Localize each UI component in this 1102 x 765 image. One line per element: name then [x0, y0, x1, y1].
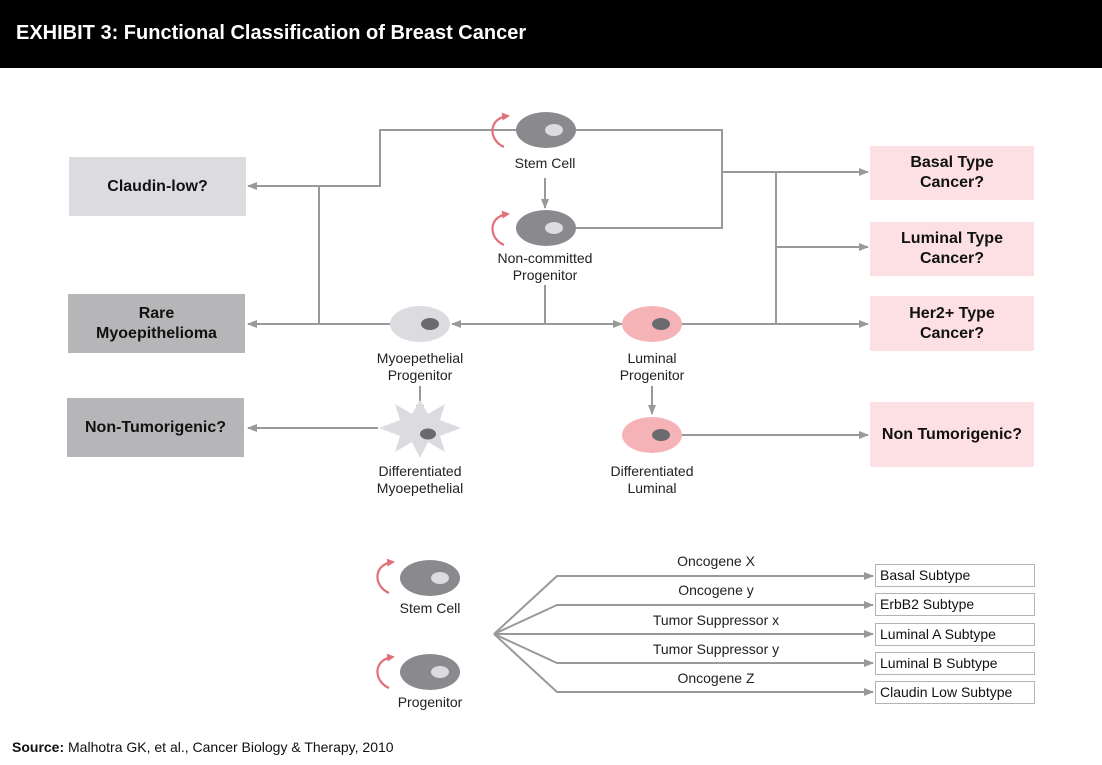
cell-shapes — [379, 112, 682, 690]
legend-stem-cell-icon — [400, 560, 460, 596]
edge-label-tumor-suppressor-x: Tumor Suppressor x — [652, 612, 780, 628]
legend-stem-label: Stem Cell — [399, 600, 461, 616]
subtype-basal: Basal Subtype — [875, 564, 1035, 587]
edge-label-oncogene-y: Oncogene y — [678, 582, 754, 598]
header-bar: EXHIBIT 3: Functional Classification of … — [0, 0, 1102, 68]
legend-edge-5 — [493, 633, 874, 696]
self-renew-icon — [491, 112, 510, 149]
subtype-luminal-b: Luminal B Subtype — [875, 652, 1035, 675]
subtype-erbb2: ErbB2 Subtype — [875, 593, 1035, 616]
luminal-cancer-box: Luminal Type Cancer? — [870, 222, 1034, 276]
non-tumorigenic-right-label: Non Tumorigenic? — [881, 425, 1023, 443]
subtype-luminal-a: Luminal A Subtype — [875, 623, 1035, 646]
self-renew-icon — [491, 210, 510, 247]
myo-progenitor-label: Myoepethelial Progenitor — [376, 350, 464, 383]
luminal-progenitor-label: Luminal Progenitor — [619, 350, 685, 383]
source-text: Malhotra GK, et al., Cancer Biology & Th… — [64, 739, 394, 755]
legend-progenitor-cell-icon — [400, 654, 460, 690]
legend-edge-2 — [493, 601, 874, 635]
claudin-low-box: Claudin-low? — [69, 157, 246, 216]
self-renew-icon — [376, 653, 395, 690]
non-tumorigenic-left-label: Non-Tumorigenic? — [84, 418, 227, 436]
luminal-cancer-label: Luminal Type Cancer? — [901, 230, 1003, 267]
non-tumorigenic-left-box: Non-Tumorigenic? — [67, 398, 244, 457]
basal-cancer-label: Basal Type Cancer? — [910, 154, 994, 191]
self-renew-icon — [376, 558, 395, 595]
non-tumorigenic-right-box: Non Tumorigenic? — [870, 402, 1034, 467]
legend-progenitor-label: Progenitor — [397, 694, 463, 710]
myo-progenitor-cell-icon — [390, 306, 450, 342]
stem-cell-label: Stem Cell — [514, 155, 576, 171]
diff-myo-cell-icon — [379, 400, 461, 458]
source-note: Source: Malhotra GK, et al., Cancer Biol… — [12, 739, 394, 755]
her2-cancer-label: Her2+ Type Cancer? — [909, 304, 995, 342]
diff-luminal-label: Differentiated Luminal — [610, 463, 694, 496]
stem-to-claudin-arrow — [247, 129, 516, 190]
source-label: Source: — [12, 739, 65, 755]
self-renew-icons — [376, 112, 510, 690]
noncommitted-label: Non-committed Progenitor — [497, 250, 593, 283]
myoepithelioma-label: Rare Myoepithelioma — [96, 304, 217, 342]
diff-myo-label: Differentiated Myoepethelial — [376, 463, 464, 496]
myoepithelioma-box: Rare Myoepithelioma — [68, 294, 245, 353]
basal-cancer-box: Basal Type Cancer? — [870, 146, 1034, 200]
claudin-low-label: Claudin-low? — [107, 177, 208, 195]
stem-right-loop — [576, 129, 723, 229]
page-title: EXHIBIT 3: Functional Classification of … — [16, 22, 527, 44]
legend-edge-4 — [493, 633, 874, 667]
edge-label-oncogene-z: Oncogene Z — [677, 670, 755, 686]
her2-cancer-box: Her2+ Type Cancer? — [870, 296, 1034, 351]
legend-edge-1 — [493, 572, 874, 635]
edge-label-tumor-suppressor-y: Tumor Suppressor y — [652, 641, 780, 657]
connector-lines — [247, 129, 874, 696]
subtype-claudin-low: Claudin Low Subtype — [875, 681, 1035, 704]
edge-label-oncogene-x: Oncogene X — [677, 553, 755, 569]
